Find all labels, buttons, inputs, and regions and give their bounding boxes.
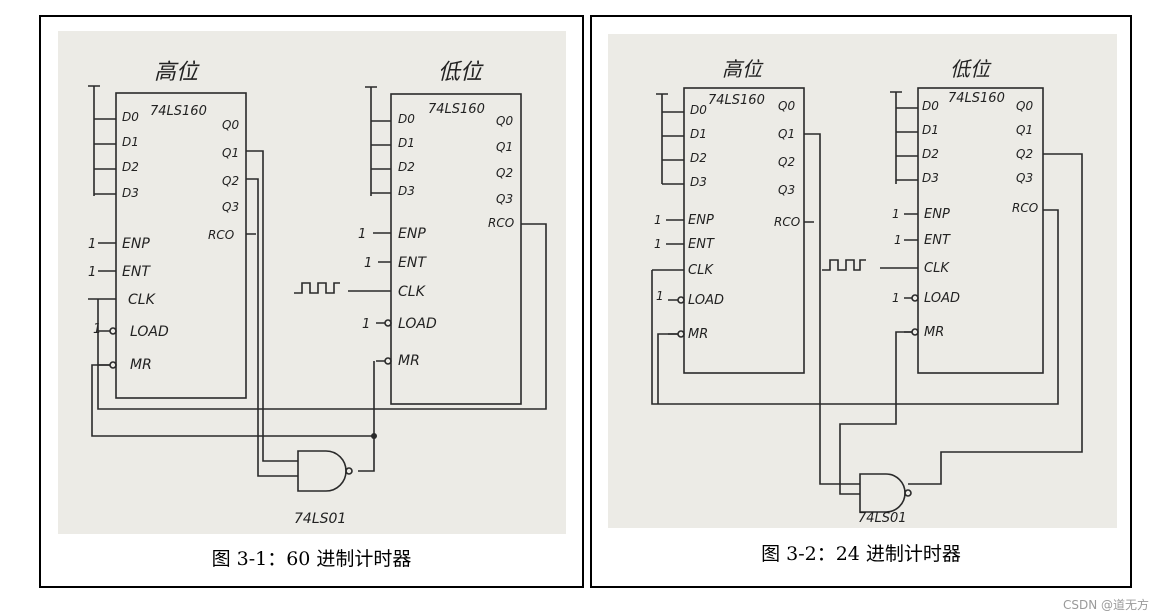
high-chip-d2: D2 <box>690 151 707 165</box>
low-chip-d1: D1 <box>398 136 415 150</box>
high-chip-mr: MR <box>130 357 152 373</box>
high-chip-clk: CLK <box>688 263 714 278</box>
high-chip-q1: Q1 <box>778 127 795 141</box>
high-chip-title: 高位 <box>722 57 764 81</box>
high-chip-load-value: 1 <box>93 322 101 337</box>
figure-3-1-circuit: 高位 74LS160 D0 D1 D2 D3 Q0 Q1 Q2 Q3 RCO E… <box>88 60 547 527</box>
low-chip-clk: CLK <box>398 284 427 300</box>
low-chip-title: 低位 <box>950 57 992 81</box>
low-chip-q0: Q0 <box>496 114 513 128</box>
high-chip-body <box>683 87 805 374</box>
high-chip-enp: ENP <box>688 213 714 228</box>
low-chip-load: LOAD <box>924 291 960 306</box>
low-chip-d1: D1 <box>922 123 939 137</box>
high-chip-rco: RCO <box>208 228 234 242</box>
low-chip-load: LOAD <box>398 316 437 332</box>
low-chip-body <box>390 93 522 405</box>
low-chip-q1: Q1 <box>496 140 513 154</box>
low-chip-title: 低位 <box>438 60 484 85</box>
high-chip-ent-value: 1 <box>88 265 96 280</box>
figure-3-2-caption: 图 3-2：24 进制计时器 <box>761 543 961 565</box>
low-chip-q1: Q1 <box>1016 123 1033 137</box>
low-chip-q0: Q0 <box>1016 99 1033 113</box>
low-chip-d0: D0 <box>922 99 939 113</box>
high-chip-load: LOAD <box>130 324 169 340</box>
high-chip-ent-value: 1 <box>654 237 662 251</box>
high-chip-mr: MR <box>688 327 708 342</box>
high-chip-d0: D0 <box>690 103 707 117</box>
high-chip-body <box>115 92 247 399</box>
low-chip-q3: Q3 <box>1016 171 1033 185</box>
figure-3-2-circuit: 高位 74LS160 D0 D1 D2 D3 Q0 Q1 Q2 Q3 RCO E… <box>651 57 1083 526</box>
high-chip-enp: ENP <box>122 236 150 252</box>
low-chip-enp-value: 1 <box>892 207 900 221</box>
low-chip-mr: MR <box>398 353 420 369</box>
low-chip-d0: D0 <box>398 112 415 126</box>
high-chip-d2: D2 <box>122 160 139 174</box>
high-chip-enp-value: 1 <box>654 213 662 227</box>
high-chip-d0: D0 <box>122 110 139 124</box>
high-chip-part: 74LS160 <box>150 104 207 119</box>
high-chip-d1: D1 <box>690 127 707 141</box>
figure-3-1-photo: 高位 74LS160 D0 D1 D2 D3 Q0 Q1 Q2 Q3 RCO E… <box>58 31 566 534</box>
low-chip-d2: D2 <box>922 147 939 161</box>
low-chip-load-value: 1 <box>362 317 370 332</box>
high-chip-d3: D3 <box>122 186 139 200</box>
figure-3-2-frame: 高位 74LS160 D0 D1 D2 D3 Q0 Q1 Q2 Q3 RCO E… <box>590 15 1132 588</box>
high-chip-load: LOAD <box>688 293 724 308</box>
nand-gate-label: 74LS01 <box>858 511 907 526</box>
high-chip-q1: Q1 <box>222 146 239 160</box>
low-chip-q3: Q3 <box>496 192 513 206</box>
low-chip-ent-value: 1 <box>894 233 902 247</box>
low-chip-load-value: 1 <box>892 291 900 305</box>
high-chip-ent: ENT <box>688 237 715 252</box>
low-chip-d3: D3 <box>398 184 415 198</box>
low-chip-ent: ENT <box>924 233 951 248</box>
low-chip-part: 74LS160 <box>428 102 485 117</box>
high-chip-d1: D1 <box>122 135 139 149</box>
high-chip-ent: ENT <box>122 264 151 280</box>
nand-gate-label: 74LS01 <box>294 511 346 527</box>
low-chip-enp-value: 1 <box>358 227 366 242</box>
low-chip-d2: D2 <box>398 160 415 174</box>
figure-3-1-caption: 图 3-1：60 进制计时器 <box>211 548 412 570</box>
high-chip-q3: Q3 <box>778 183 795 197</box>
high-chip-q0: Q0 <box>222 118 239 132</box>
high-chip-rco: RCO <box>774 215 800 229</box>
low-chip-d3: D3 <box>922 171 939 185</box>
high-chip-q2: Q2 <box>222 174 239 188</box>
low-chip-q2: Q2 <box>496 166 513 180</box>
low-chip-part: 74LS160 <box>948 91 1005 106</box>
figure-3-2-photo: 高位 74LS160 D0 D1 D2 D3 Q0 Q1 Q2 Q3 RCO E… <box>608 34 1117 528</box>
figure-3-1-frame: 高位 74LS160 D0 D1 D2 D3 Q0 Q1 Q2 Q3 RCO E… <box>39 15 584 588</box>
low-chip-ent: ENT <box>398 255 427 271</box>
high-chip-part: 74LS160 <box>708 93 765 108</box>
low-chip-rco: RCO <box>1012 201 1038 215</box>
low-chip-clk: CLK <box>924 261 950 276</box>
low-chip-enp: ENP <box>398 226 426 242</box>
high-chip-load-value: 1 <box>656 289 664 303</box>
high-chip-q2: Q2 <box>778 155 795 169</box>
high-chip-enp-value: 1 <box>88 237 96 252</box>
high-chip-q0: Q0 <box>778 99 795 113</box>
high-chip-d3: D3 <box>690 175 707 189</box>
low-chip-body <box>917 87 1044 374</box>
high-chip-q3: Q3 <box>222 200 239 214</box>
high-chip-title: 高位 <box>154 60 200 85</box>
low-chip-enp: ENP <box>924 207 950 222</box>
low-chip-rco: RCO <box>488 216 514 230</box>
low-chip-ent-value: 1 <box>364 256 372 271</box>
low-chip-q2: Q2 <box>1016 147 1033 161</box>
high-chip-clk: CLK <box>128 292 157 308</box>
watermark: CSDN @道无方 <box>1062 598 1149 612</box>
low-chip-mr: MR <box>924 325 944 340</box>
